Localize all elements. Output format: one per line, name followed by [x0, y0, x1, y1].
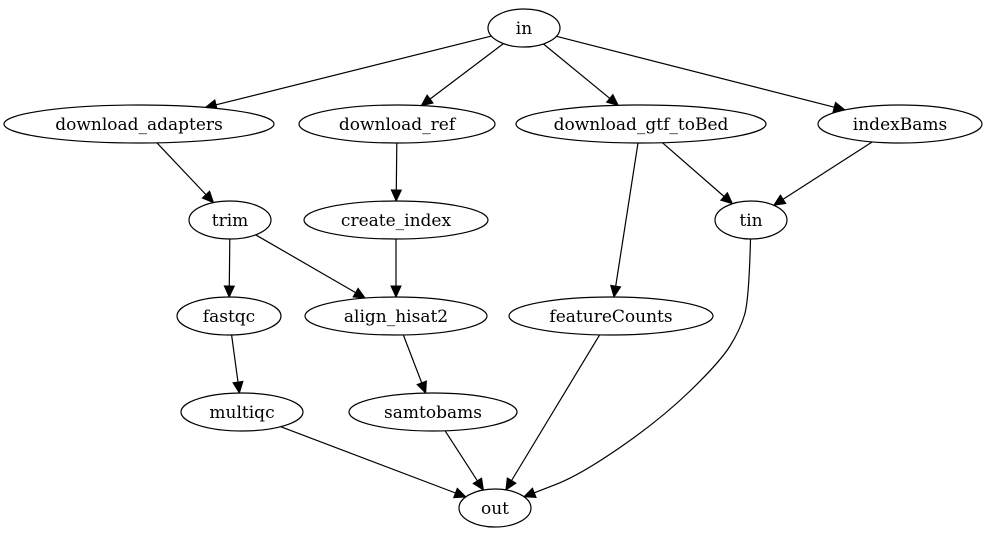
edge-tin-to-out	[522, 238, 752, 498]
arrowhead-icon	[505, 477, 517, 491]
edge-fastqc-to-multiqc	[231, 334, 244, 395]
arrowhead-icon	[232, 380, 244, 395]
nodes-layer: in download_adapters download_ref download_…	[3, 8, 983, 528]
edge-line	[429, 43, 504, 100]
arrowhead-icon	[452, 487, 467, 499]
node-ellipse	[348, 392, 518, 432]
node-ellipse	[817, 104, 983, 144]
arrowhead-icon	[605, 93, 620, 107]
edge-line	[280, 426, 456, 494]
arrowhead-icon	[610, 284, 622, 299]
node-ellipse	[298, 104, 496, 144]
node-ellipse	[487, 8, 561, 48]
node-label: trim	[212, 211, 249, 231]
edge-line	[511, 334, 601, 481]
node-download-ref: download_ref	[298, 104, 496, 144]
edge-line	[255, 234, 356, 294]
node-label: create_index	[341, 211, 452, 231]
arrowhead-icon	[719, 191, 734, 205]
node-ellipse	[714, 200, 788, 240]
arrowhead-icon	[416, 380, 427, 395]
edge-line	[156, 142, 207, 196]
node-align-hisat2: align_hisat2	[304, 296, 488, 336]
node-label: featureCounts	[549, 307, 672, 327]
node-multiqc: multiqc	[180, 392, 304, 432]
node-label: download_adapters	[55, 115, 223, 135]
arrowhead-icon	[420, 94, 434, 107]
edge-line	[444, 430, 478, 482]
arrowhead-icon	[352, 287, 367, 299]
node-ellipse	[3, 104, 275, 144]
edge-in-to-download-gtf-tobed	[543, 43, 620, 107]
edge-download-ref-to-create-index	[390, 142, 403, 203]
node-ellipse	[180, 392, 304, 432]
node-download-adapters: download_adapters	[3, 104, 275, 144]
arrowhead-icon	[390, 285, 402, 299]
edge-line	[228, 238, 231, 287]
edge-samtobams-to-out	[444, 430, 485, 492]
node-label: in	[516, 19, 532, 39]
edge-line	[543, 43, 611, 99]
node-label: download_gtf_toBed	[554, 115, 729, 135]
arrowhead-icon	[472, 477, 485, 492]
node-ellipse	[304, 296, 488, 336]
arrowhead-icon	[522, 487, 537, 498]
edge-indexbams-to-tin	[772, 141, 873, 206]
node-label: samtobams	[384, 403, 482, 423]
arrowhead-icon	[201, 190, 215, 204]
edge-create-index-to-align-hisat2	[390, 239, 402, 299]
edge-line	[556, 35, 835, 108]
node-ellipse	[508, 296, 714, 336]
edge-in-to-download-ref	[420, 43, 504, 107]
arrowhead-icon	[223, 285, 236, 299]
node-ellipse	[188, 200, 272, 240]
edge-trim-to-fastqc	[223, 238, 236, 299]
node-in: in	[487, 8, 561, 48]
node-label: multiqc	[209, 403, 274, 423]
node-trim: trim	[188, 200, 272, 240]
node-download-gtf-tobed: download_gtf_toBed	[515, 104, 767, 144]
edge-line	[662, 142, 725, 197]
edge-align-hisat2-to-samtobams	[402, 334, 427, 395]
node-label: out	[481, 499, 509, 519]
node-ellipse	[303, 200, 489, 240]
edge-download-gtf-tobed-to-tin	[662, 142, 734, 205]
edge-download-adapters-to-trim	[156, 142, 215, 204]
edge-line	[402, 334, 423, 384]
edge-line	[534, 238, 752, 494]
edge-line	[615, 142, 639, 287]
arrowhead-icon	[390, 189, 403, 203]
node-out: out	[458, 488, 532, 528]
edge-in-to-indexbams	[556, 35, 847, 113]
edge-line	[215, 35, 492, 106]
node-label: fastqc	[203, 307, 255, 327]
edge-in-to-download-adapters	[204, 35, 492, 111]
edge-line	[231, 334, 239, 383]
edge-download-gtf-tobed-to-featurecounts	[610, 142, 639, 299]
node-ellipse	[176, 296, 282, 336]
edge-featurecounts-to-out	[505, 334, 601, 491]
node-ellipse	[515, 104, 767, 144]
arrowhead-icon	[772, 194, 787, 206]
edge-trim-to-align-hisat2	[255, 234, 367, 299]
node-ellipse	[458, 488, 532, 528]
edge-multiqc-to-out	[280, 426, 467, 499]
node-tin: tin	[714, 200, 788, 240]
edge-line	[782, 141, 873, 200]
node-label: tin	[739, 211, 762, 231]
node-label: align_hisat2	[344, 307, 448, 327]
edge-line	[395, 142, 398, 191]
node-label: indexBams	[853, 115, 947, 135]
node-fastqc: fastqc	[176, 296, 282, 336]
node-label: download_ref	[339, 115, 457, 135]
node-featurecounts: featureCounts	[508, 296, 714, 336]
node-create-index: create_index	[303, 200, 489, 240]
node-indexbams: indexBams	[817, 104, 983, 144]
node-samtobams: samtobams	[348, 392, 518, 432]
